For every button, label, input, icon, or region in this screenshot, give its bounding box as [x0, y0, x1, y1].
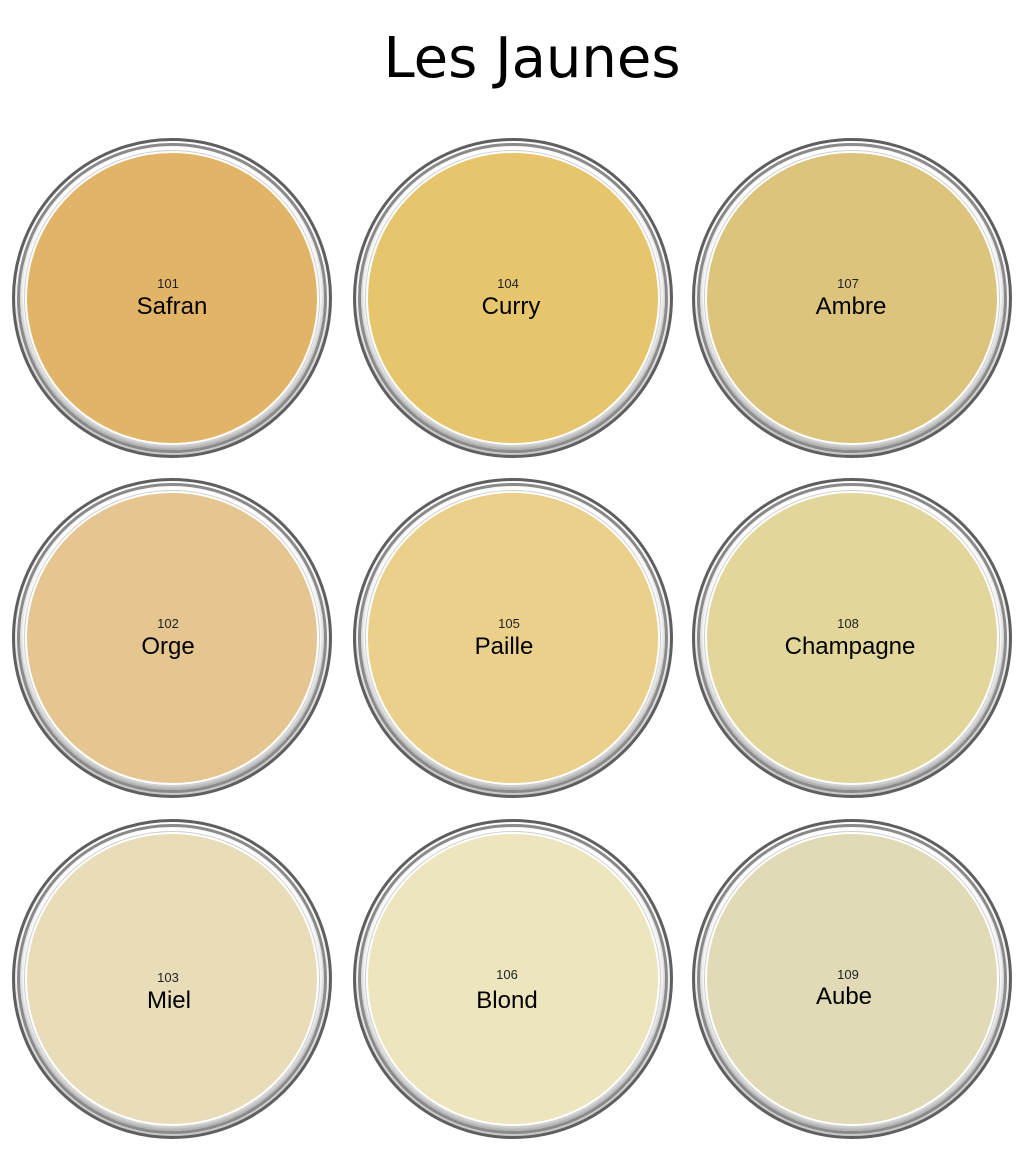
swatch-miel[interactable]: 103 Miel — [12, 819, 332, 1139]
color-code: 105 — [498, 616, 520, 631]
swatch-orge[interactable]: 102 Orge — [12, 478, 332, 798]
color-code: 107 — [837, 276, 859, 291]
color-code: 106 — [496, 967, 518, 982]
swatch-ambre[interactable]: 107 Ambre — [692, 138, 1012, 458]
color-code: 102 — [157, 616, 179, 631]
color-code: 104 — [497, 276, 519, 291]
color-name: Aube — [815, 983, 873, 1010]
color-name: Curry — [481, 293, 541, 320]
swatch-blond[interactable]: 106 Blond — [353, 819, 673, 1139]
color-circle — [705, 832, 999, 1126]
color-code: 103 — [157, 970, 179, 985]
color-circle — [705, 151, 999, 445]
swatch-aube[interactable]: 109 Aube — [692, 819, 1012, 1139]
color-code: 108 — [837, 616, 859, 631]
swatch-paille[interactable]: 105 Paille — [353, 478, 673, 798]
color-code: 109 — [837, 967, 859, 982]
color-circle — [25, 491, 319, 785]
color-circle — [366, 151, 660, 445]
color-circle — [366, 491, 660, 785]
color-code: 101 — [157, 276, 179, 291]
swatch-safran[interactable]: 101 Safran — [12, 138, 332, 458]
color-circle — [25, 832, 319, 1126]
swatch-curry[interactable]: 104 Curry — [353, 138, 673, 458]
color-name: Champagne — [784, 633, 916, 660]
color-name: Blond — [476, 987, 538, 1014]
swatch-champagne[interactable]: 108 Champagne — [692, 478, 1012, 798]
color-name: Orge — [141, 633, 195, 660]
color-circle — [705, 491, 999, 785]
color-circle — [25, 151, 319, 445]
color-name: Miel — [146, 987, 191, 1014]
color-circle — [366, 832, 660, 1126]
page-title: Les Jaunes — [383, 26, 681, 91]
color-name: Ambre — [815, 293, 887, 320]
color-name: Paille — [474, 633, 534, 660]
color-name: Safran — [136, 293, 208, 320]
